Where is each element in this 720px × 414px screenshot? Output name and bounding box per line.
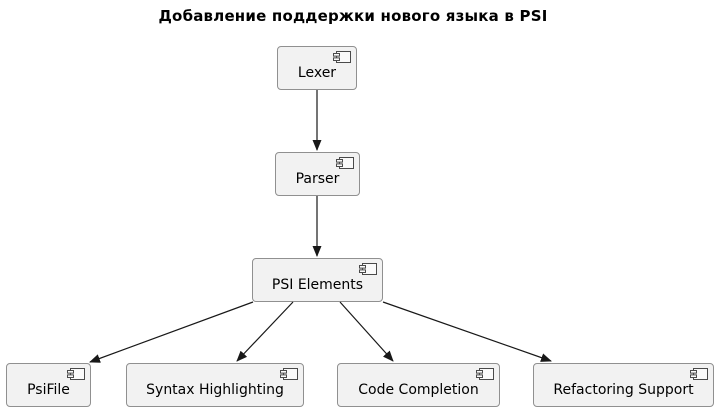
- component-psi-elements: PSI Elements: [252, 258, 383, 302]
- component-icon: [333, 51, 351, 63]
- component-label: PSI Elements: [271, 276, 364, 293]
- component-label: Syntax Highlighting: [146, 381, 284, 398]
- component-syntax-highlighting: Syntax Highlighting: [126, 363, 304, 407]
- component-label: Code Completion: [358, 381, 479, 398]
- component-lexer: Lexer: [277, 46, 357, 90]
- component-label: Refactoring Support: [553, 381, 694, 398]
- component-icon: [336, 157, 354, 169]
- component-icon: [476, 368, 494, 380]
- component-label: PsiFile: [27, 381, 70, 398]
- component-label: Parser: [295, 170, 340, 187]
- component-icon: [690, 368, 708, 380]
- edge-psi-refactoring-support: [382, 301, 552, 362]
- component-psifile: PsiFile: [6, 363, 91, 407]
- component-icon: [280, 368, 298, 380]
- edge-psi-syntax-highlighting: [236, 301, 294, 362]
- edge-psi-psifile: [89, 301, 254, 363]
- component-code-completion: Code Completion: [337, 363, 500, 407]
- component-parser: Parser: [275, 152, 360, 196]
- component-icon: [67, 368, 85, 380]
- component-label: Lexer: [297, 64, 337, 81]
- edge-psi-code-completion: [339, 301, 394, 362]
- diagram-title: Добавление поддержки нового языка в PSI: [158, 7, 548, 25]
- component-refactoring-support: Refactoring Support: [533, 363, 714, 407]
- component-icon: [359, 263, 377, 275]
